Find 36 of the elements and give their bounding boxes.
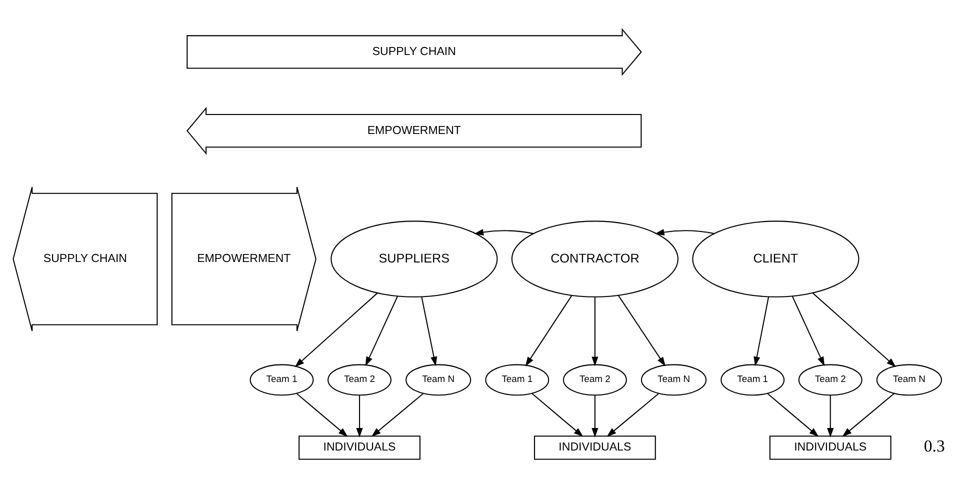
arrow bbox=[654, 228, 714, 235]
arrow bbox=[606, 392, 658, 436]
node-ellipse: Team 1 bbox=[249, 364, 314, 396]
node-box: INDIVIDUALS bbox=[298, 435, 420, 460]
arrow bbox=[474, 228, 533, 235]
arrow bbox=[591, 394, 598, 437]
node-ellipse: Team 2 bbox=[562, 364, 626, 396]
arrow bbox=[524, 294, 572, 366]
arrow bbox=[791, 296, 824, 366]
arrow bbox=[296, 392, 348, 436]
node-ellipse: Team 2 bbox=[327, 364, 391, 396]
arrow bbox=[356, 394, 362, 437]
node-box: INDIVIDUALS bbox=[533, 435, 656, 460]
node-ellipse: CONTRACTOR bbox=[510, 220, 678, 297]
label: 0.3 bbox=[923, 436, 944, 456]
arrow bbox=[826, 394, 834, 437]
node-ellipse: Team 1 bbox=[484, 364, 549, 396]
node-ellipse: Team 1 bbox=[720, 364, 784, 396]
arrow bbox=[766, 392, 818, 436]
node-ellipse: CLIENT bbox=[692, 220, 859, 297]
arrow bbox=[531, 392, 583, 436]
arrow bbox=[591, 296, 598, 366]
arrow bbox=[617, 294, 666, 366]
node-ellipse: Team N bbox=[640, 364, 706, 396]
arrow bbox=[420, 296, 437, 366]
arrow bbox=[753, 296, 769, 366]
arrow bbox=[842, 392, 894, 436]
node-box: INDIVIDUALS bbox=[768, 435, 891, 460]
arrow bbox=[294, 292, 378, 367]
arrow bbox=[812, 292, 896, 367]
node-ellipse: SUPPLIERS bbox=[330, 220, 498, 297]
node-ellipse: Team N bbox=[876, 364, 942, 396]
arrow bbox=[364, 296, 398, 366]
node-ellipse: Team N bbox=[405, 364, 471, 396]
node-ellipse: Team 2 bbox=[798, 364, 862, 396]
arrow bbox=[370, 392, 423, 436]
